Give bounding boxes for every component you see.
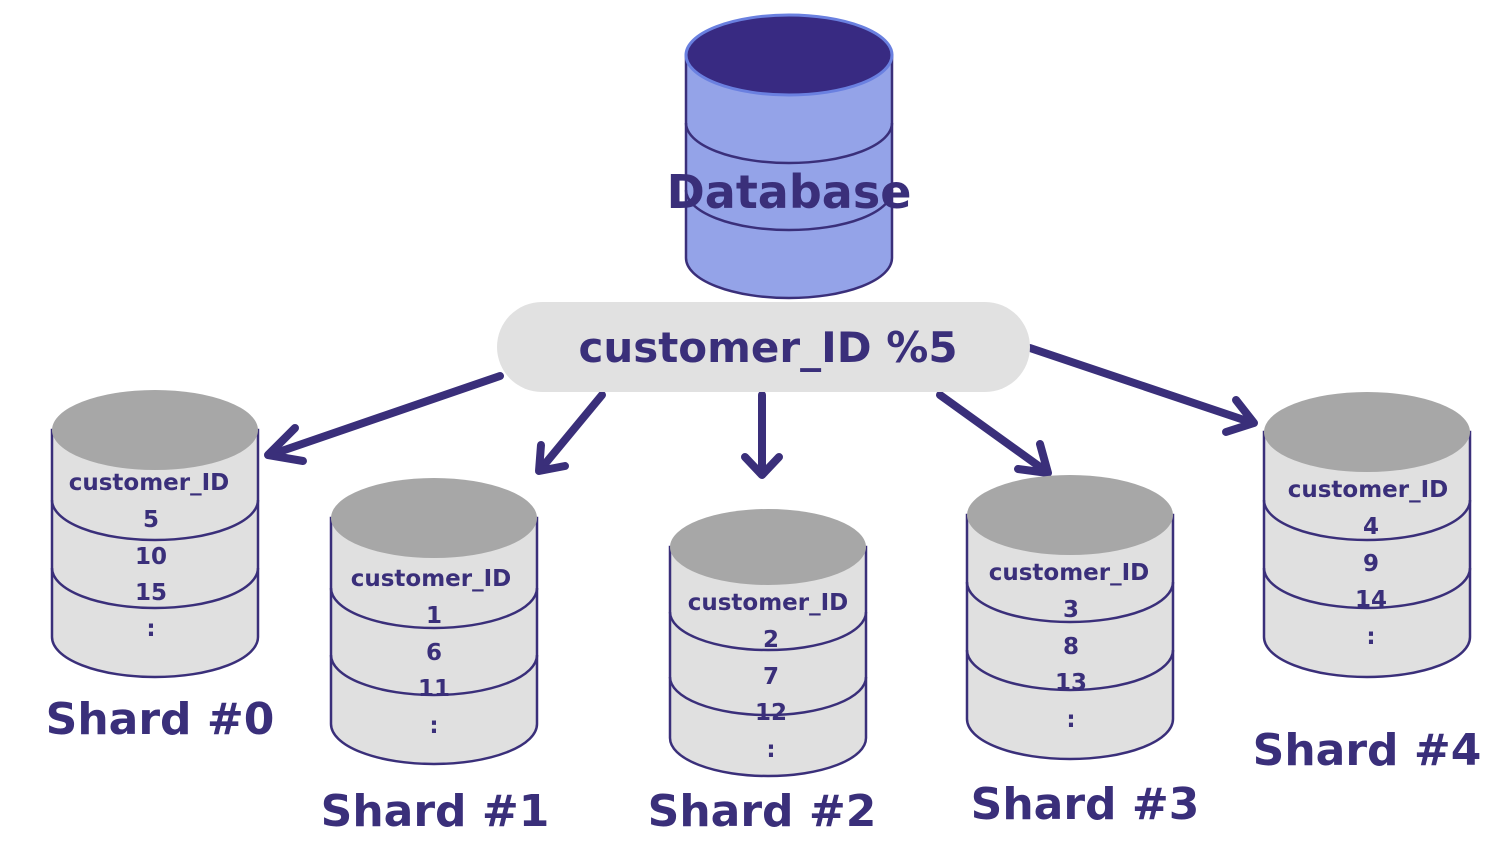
database-cylinder: Database [667, 13, 912, 300]
shard-1-cylinder: customer_ID 1 6 11 : [329, 478, 539, 766]
shard-4-value-1: 4 [1363, 514, 1379, 540]
shard-2-column-header: customer_ID [688, 590, 849, 616]
arrows [264, 344, 1258, 479]
shard-4-value-more: : [1366, 624, 1375, 650]
shard-3-value-1: 3 [1063, 597, 1079, 623]
shard-2-value-1: 2 [763, 627, 779, 653]
shard-1-value-2: 6 [426, 640, 442, 666]
shard-1-value-1: 1 [426, 603, 442, 629]
shard-4-column-header: customer_ID [1288, 477, 1449, 503]
shard-3-value-more: : [1066, 707, 1075, 733]
shard-3-label: Shard #3 [971, 779, 1200, 830]
shard-key-label: customer_ID %5 [578, 323, 957, 372]
shard-4-value-3: 14 [1355, 587, 1387, 613]
shard-3-column-header: customer_ID [989, 560, 1150, 586]
shard-2-label: Shard #2 [648, 786, 877, 837]
shard-0-value-3: 15 [135, 580, 167, 606]
shard-1-value-3: 11 [418, 676, 450, 702]
shard-0-cylinder: customer_ID 5 10 15 : [50, 390, 260, 679]
arrow-to-shard-1 [535, 391, 606, 475]
shard-4-value-2: 9 [1363, 551, 1379, 577]
shard-0-value-more: : [146, 616, 155, 642]
shard-2-value-2: 7 [763, 664, 779, 690]
shard-3-value-3: 13 [1055, 670, 1087, 696]
shard-3-cylinder: customer_ID 3 8 13 : [965, 475, 1175, 761]
shard-4-cylinder: customer_ID 4 9 14 : [1262, 392, 1472, 679]
shard-0-column-header: customer_ID [69, 470, 230, 496]
arrow-to-shard-3 [936, 391, 1052, 477]
shard-3-value-2: 8 [1063, 634, 1079, 660]
shard-0-value-2: 10 [135, 544, 167, 570]
shard-4-label: Shard #4 [1253, 725, 1482, 776]
arrow-to-shard-0 [264, 372, 504, 465]
arrow-to-shard-4 [1026, 344, 1258, 436]
database-label: Database [667, 165, 912, 219]
shard-2-value-3: 12 [755, 700, 787, 726]
shard-0-value-1: 5 [143, 507, 159, 533]
shard-1-column-header: customer_ID [351, 566, 512, 592]
arrow-to-shard-2 [741, 391, 783, 479]
shard-2-cylinder: customer_ID 2 7 12 : [668, 509, 868, 778]
shard-1-label: Shard #1 [321, 786, 550, 837]
shard-2-value-more: : [766, 737, 775, 763]
shard-1-value-more: : [429, 713, 438, 739]
shard-key-pill: customer_ID %5 [497, 302, 1030, 392]
shard-0-label: Shard #0 [46, 694, 275, 745]
